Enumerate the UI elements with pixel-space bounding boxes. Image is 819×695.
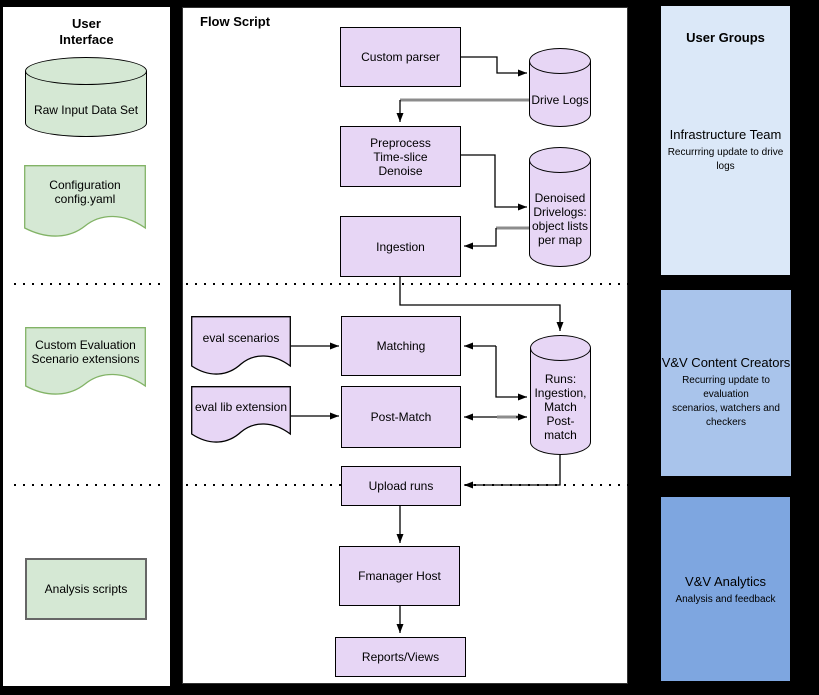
node-label: Custom parser [361, 50, 440, 64]
node-label: Upload runs [368, 479, 434, 493]
node-denoised-drivelogs[interactable]: Denoised Drivelogs: object lists per map [529, 147, 591, 267]
node-label: Custom Evaluation Scenario extensions [31, 338, 140, 367]
user-groups-title: User Groups [686, 30, 765, 45]
node-eval-lib-extension[interactable]: eval lib extension [191, 386, 291, 443]
edge-preprocess-to-denoised[interactable] [461, 154, 527, 211]
cylinder-top-ellipse [530, 335, 591, 361]
node-custom-parser[interactable]: Custom parser [340, 27, 461, 87]
cylinder-body [530, 348, 591, 455]
group-name: V&V Analytics [685, 574, 766, 589]
node-drive-logs[interactable]: Drive Logs [529, 48, 591, 127]
node-label: Denoised Drivelogs: object lists per map [531, 191, 589, 247]
group-name: Infrastructure Team [669, 127, 782, 142]
node-label: eval lib extension [194, 400, 288, 415]
edge-runs-to-uploadruns[interactable] [464, 455, 561, 489]
node-label: eval scenarios [202, 330, 280, 345]
node-label: Drive Logs [531, 92, 589, 107]
node-custom-evaluation-extensions[interactable]: Custom Evaluation Scenario extensions [25, 327, 146, 395]
node-reports-views[interactable]: Reports/Views [335, 637, 466, 677]
node-post-match[interactable]: Post-Match [341, 386, 461, 448]
node-label: Configuration config.yaml [49, 177, 121, 206]
node-runs[interactable]: Runs: Ingestion, Match Post- match [530, 335, 591, 455]
flow-script-title: Flow Script [200, 14, 271, 29]
group-name: V&V Content Creators [661, 355, 791, 370]
node-label: Matching [376, 339, 426, 353]
node-label: Ingestion [376, 239, 425, 254]
edge-ingestion-to-runs[interactable] [399, 277, 564, 331]
node-label: Raw Input Data Set [33, 103, 139, 117]
group-infrastructure-team[interactable]: User Groups Infrastructure Team Recurrri… [661, 6, 790, 275]
node-raw-input-data-set[interactable]: Raw Input Data Set [25, 57, 147, 137]
node-label: Reports/Views [361, 650, 440, 664]
document-shape [191, 386, 291, 443]
node-fmanager-host[interactable]: Fmanager Host [339, 546, 460, 606]
cylinder-top-ellipse [529, 48, 591, 74]
node-preprocess[interactable]: Preprocess Time-slice Denoise [340, 126, 461, 187]
group-description: Recurring update to evaluation scenarios… [672, 375, 780, 428]
user-interface-title: User Interface [59, 16, 114, 47]
edge-matching-to-runs[interactable] [495, 346, 527, 401]
group-vv-content-creators[interactable]: V&V Content Creators Recurring update to… [661, 290, 791, 476]
cylinder-top-ellipse [25, 57, 147, 85]
node-label: Preprocess Time-slice Denoise [370, 135, 431, 178]
node-label: Analysis scripts [44, 582, 128, 596]
node-upload-runs[interactable]: Upload runs [341, 466, 461, 506]
group-description: Recurrring update to drive logs [667, 147, 784, 172]
edge-denoised-to-ingestion[interactable] [464, 228, 497, 250]
cylinder-top-ellipse [529, 147, 591, 173]
node-configuration[interactable]: Configuration config.yaml [24, 165, 146, 237]
node-label: Runs: Ingestion, Match Post- match [534, 372, 587, 442]
edge-customparser-to-drivelogs[interactable] [461, 56, 527, 77]
node-eval-scenarios[interactable]: eval scenarios [191, 316, 291, 375]
node-analysis-scripts[interactable]: Analysis scripts [25, 558, 147, 620]
node-label: Fmanager Host [358, 569, 441, 583]
node-matching[interactable]: Matching [341, 316, 461, 376]
document-shape [191, 316, 291, 375]
group-vv-analytics[interactable]: V&V Analytics Analysis and feedback [661, 497, 790, 681]
cylinder-body [529, 160, 591, 267]
document-shape [24, 165, 146, 237]
group-description: Analysis and feedback [675, 594, 776, 605]
node-ingestion[interactable]: Ingestion [340, 216, 461, 277]
document-shape [25, 327, 146, 395]
node-label: Post-Match [370, 410, 432, 424]
